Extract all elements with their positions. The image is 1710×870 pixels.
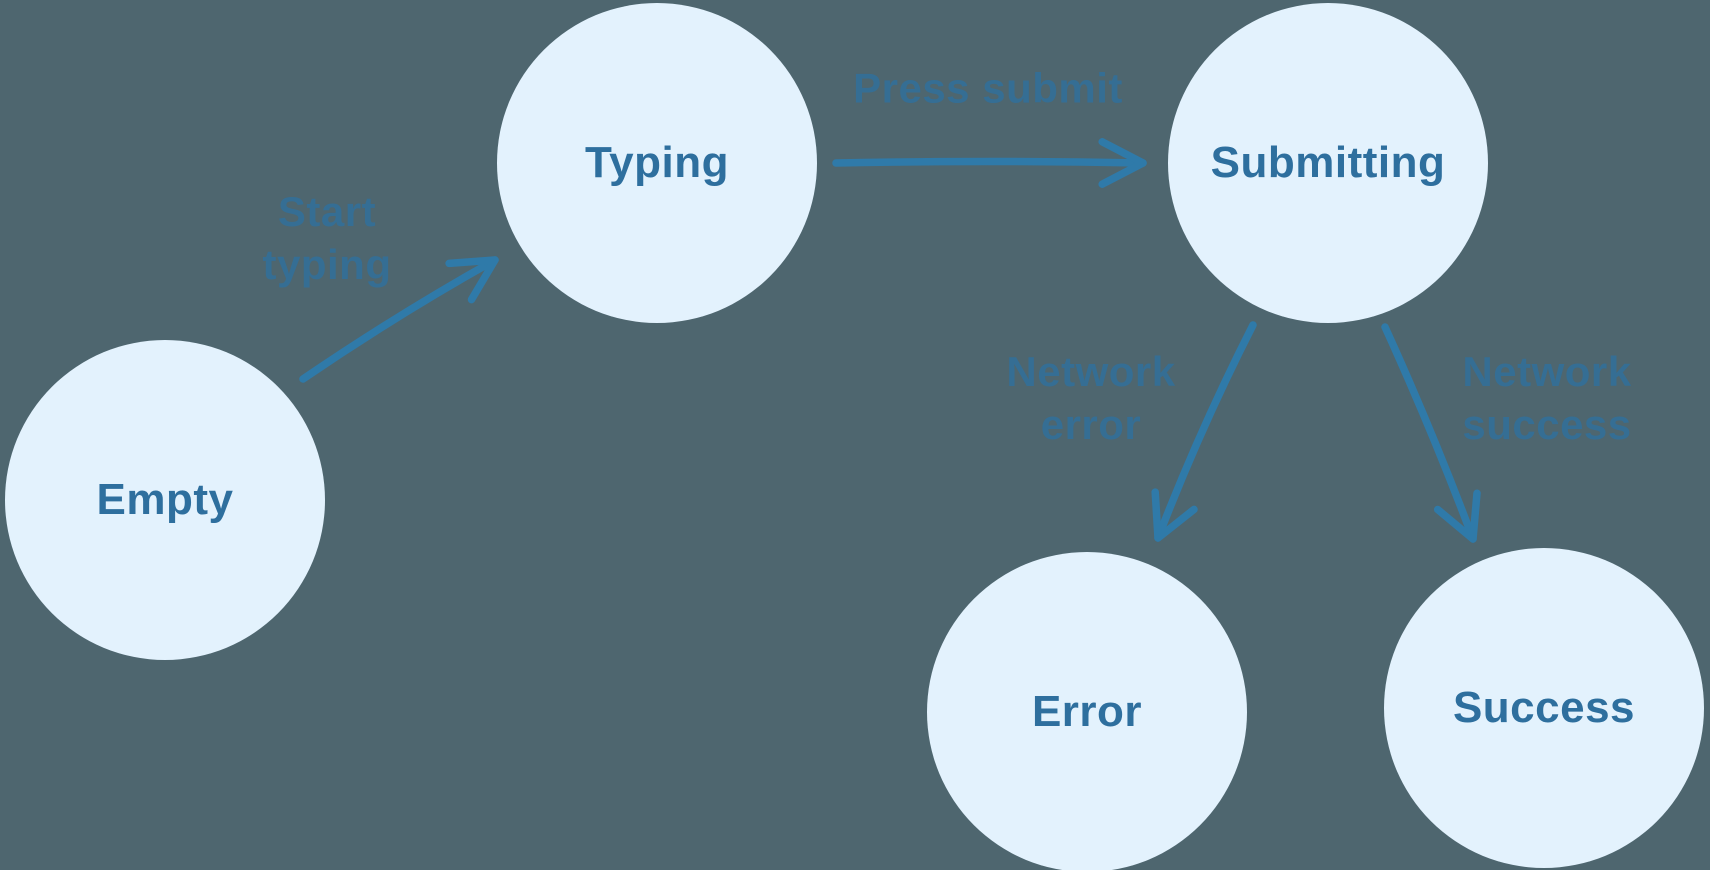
state-node-label: Error	[1031, 687, 1143, 736]
state-node-typing[interactable]: Typing	[497, 3, 817, 323]
edge-label-line: Network	[1006, 348, 1176, 395]
state-node-empty[interactable]: Empty	[5, 340, 325, 660]
edge-arrowhead	[1151, 488, 1198, 542]
edge-arrow-shaft	[1381, 323, 1477, 543]
state-node-label: Typing	[585, 138, 729, 187]
edge-arrow-press-submit[interactable]	[832, 138, 1147, 188]
edge-label-line: success	[1462, 401, 1632, 448]
state-node-success[interactable]: Success	[1384, 548, 1704, 868]
state-node-label: Submitting	[1210, 138, 1446, 187]
edge-label-line: Press submit	[853, 64, 1123, 112]
edge-arrow-network-success[interactable]	[1381, 323, 1481, 543]
edge-label-network-error[interactable]: Network error	[1006, 345, 1175, 451]
edge-arrow-network-error[interactable]	[1151, 321, 1257, 542]
edge-label-network-success[interactable]: Network success	[1462, 345, 1631, 451]
edge-label-line: Start	[277, 188, 377, 235]
edge-arrowhead	[1098, 138, 1147, 188]
edge-arrow-shaft	[832, 157, 1147, 167]
edge-label-line: error	[1040, 401, 1142, 448]
state-node-error[interactable]: Error	[927, 552, 1247, 870]
state-node-label: Success	[1452, 683, 1636, 732]
edge-label-line: Network	[1462, 348, 1632, 395]
edge-label-press-submit[interactable]: Press submit	[853, 62, 1123, 115]
edge-label-start-typing[interactable]: Start typing	[263, 185, 392, 291]
edge-arrow-shaft	[299, 256, 499, 383]
edge-label-line: typing	[262, 241, 392, 288]
state-node-label: Empty	[96, 475, 234, 524]
state-node-submitting[interactable]: Submitting	[1168, 3, 1488, 323]
edge-arrow-start-typing[interactable]	[299, 256, 499, 383]
edge-arrowhead	[445, 256, 499, 304]
edge-arrowhead	[1433, 489, 1481, 543]
edge-arrow-shaft	[1154, 321, 1257, 542]
